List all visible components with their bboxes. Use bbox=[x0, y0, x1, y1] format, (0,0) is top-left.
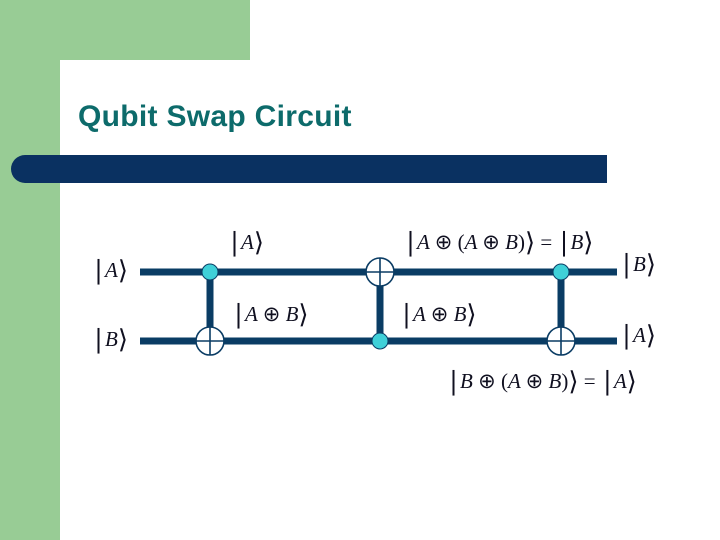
stage1-label-bottom: ∣A ⊕ B⟩ bbox=[232, 300, 309, 329]
title-underline-bar bbox=[11, 155, 607, 183]
stage2-label-bottom: ∣A ⊕ B⟩ bbox=[400, 300, 477, 329]
output-label-bottom: ∣A⟩ bbox=[620, 321, 656, 350]
stage2-label-top: ∣A ⊕ (A ⊕ B)⟩ = ∣B⟩ bbox=[404, 228, 594, 257]
cnot-2-control-dot[interactable] bbox=[371, 332, 389, 350]
stage3-label-bottom: ∣B ⊕ (A ⊕ B)⟩ = ∣A⟩ bbox=[447, 367, 637, 396]
slide-content-card bbox=[60, 60, 720, 540]
output-label-top: ∣B⟩ bbox=[620, 250, 656, 279]
stage1-label-top: ∣A⟩ bbox=[228, 228, 264, 257]
cnot-3-control-dot[interactable] bbox=[552, 263, 570, 281]
circuit-gate-group bbox=[195, 257, 576, 356]
input-label-bottom: ∣B⟩ bbox=[92, 325, 128, 354]
page-title: Qubit Swap Circuit bbox=[78, 100, 352, 133]
green-accent-sidebar bbox=[0, 0, 60, 540]
input-label-top: ∣A⟩ bbox=[92, 256, 128, 285]
cnot-1-control-dot[interactable] bbox=[201, 263, 219, 281]
